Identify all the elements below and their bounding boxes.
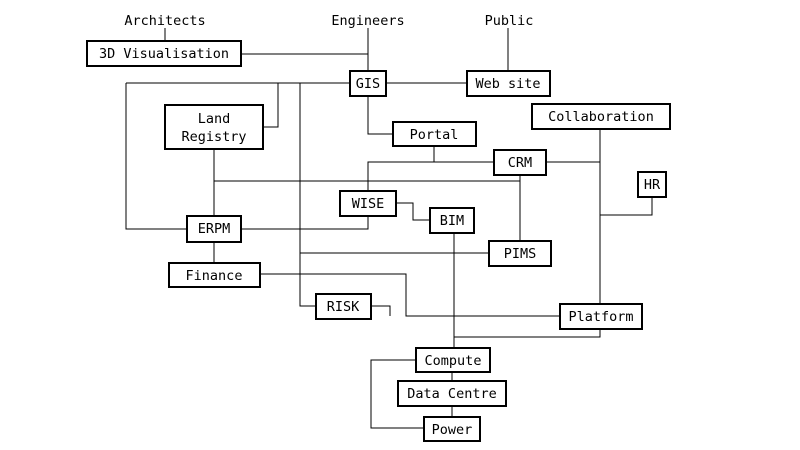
actor-public: Public	[485, 13, 534, 29]
node-data-centre-label: Data Centre	[407, 386, 496, 402]
node-web-site: Web site	[466, 70, 551, 97]
node-portal: Portal	[392, 121, 477, 147]
node-power-label: Power	[432, 422, 473, 438]
edge-platform-compute	[454, 329, 601, 338]
edge-wise-bim	[396, 202, 430, 221]
node-pims-label: PIMS	[504, 246, 537, 262]
edge-erpm-wise	[241, 216, 369, 230]
node-bim: BIM	[429, 207, 475, 234]
node-platform: Platform	[559, 303, 643, 330]
edge-risk-platform	[371, 305, 391, 316]
edge-compute-power-loop	[370, 359, 424, 429]
edge-gis-portal	[367, 95, 393, 135]
edge-bus-erpm	[125, 83, 187, 230]
node-risk: RISK	[315, 293, 372, 320]
node-platform-label: Platform	[568, 309, 633, 325]
node-crm-label: CRM	[508, 155, 532, 171]
node-finance: Finance	[168, 262, 261, 288]
node-3d-visualisation-label: 3D Visualisation	[99, 46, 229, 62]
node-crm: CRM	[493, 149, 547, 176]
node-wise-label: WISE	[352, 196, 385, 212]
node-3d-visualisation: 3D Visualisation	[86, 40, 242, 67]
actor-engineers: Engineers	[331, 13, 404, 29]
node-land-registry: Land Registry	[164, 104, 264, 150]
node-erpm-label: ERPM	[198, 221, 231, 237]
node-wise: WISE	[339, 190, 397, 217]
edge-finance-platform	[260, 273, 560, 317]
node-finance-label: Finance	[186, 268, 243, 284]
node-hr: HR	[637, 171, 667, 198]
actor-architects: Architects	[124, 13, 205, 29]
edge-hr-platform	[600, 197, 653, 216]
node-bim-label: BIM	[440, 213, 464, 229]
node-hr-label: HR	[644, 177, 661, 193]
node-collaboration-label: Collaboration	[548, 109, 654, 125]
node-data-centre: Data Centre	[397, 380, 507, 407]
node-gis: GIS	[349, 70, 387, 97]
actors: Architects Engineers Public	[124, 13, 533, 29]
node-compute-label: Compute	[425, 353, 482, 369]
edge-wise-crm	[367, 161, 494, 191]
edge-bus-land-registry	[263, 83, 279, 128]
node-web-site-label: Web site	[475, 76, 540, 92]
node-gis-label: GIS	[356, 76, 380, 92]
node-compute: Compute	[415, 347, 491, 373]
node-collaboration: Collaboration	[531, 103, 671, 130]
connectors	[125, 28, 653, 429]
edge-bus-risk	[299, 83, 316, 307]
node-risk-label: RISK	[327, 299, 360, 315]
node-land-registry-label-line1: Land	[198, 111, 231, 127]
node-portal-label: Portal	[410, 127, 459, 143]
node-erpm: ERPM	[186, 215, 242, 243]
node-power: Power	[423, 416, 481, 442]
node-pims: PIMS	[488, 240, 552, 267]
node-land-registry-label-line2: Registry	[181, 129, 246, 145]
